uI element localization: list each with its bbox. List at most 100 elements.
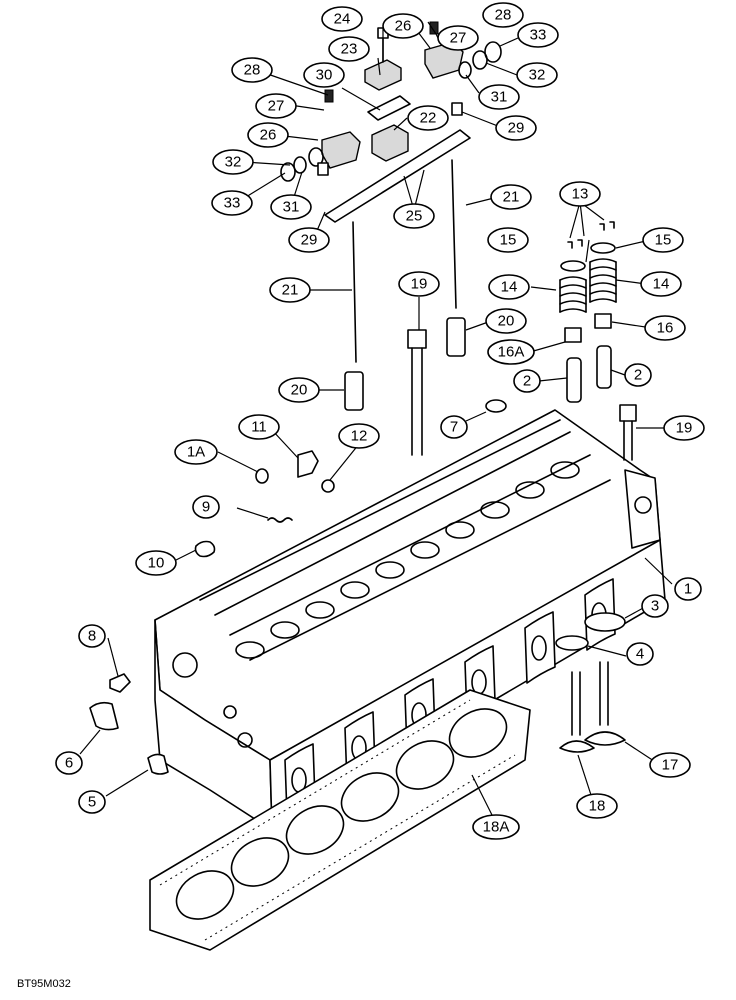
valve-parts xyxy=(555,221,626,753)
callout-label: 12 xyxy=(351,428,368,445)
callout-17: 17 xyxy=(649,752,691,778)
callout-label: 23 xyxy=(341,41,358,58)
callout-label: 6 xyxy=(65,755,73,772)
callout-31: 31 xyxy=(270,194,312,220)
callout-label: 28 xyxy=(244,62,261,79)
head-gasket xyxy=(149,689,531,951)
callout-label: 26 xyxy=(395,18,412,35)
callout-label: 28 xyxy=(495,7,512,24)
callout-label: 16 xyxy=(657,320,674,337)
callout-label: 33 xyxy=(530,27,547,44)
callout-label: 2 xyxy=(523,373,531,390)
callout-27: 27 xyxy=(437,25,479,51)
small-parts xyxy=(89,399,507,775)
callout-5: 5 xyxy=(78,790,106,814)
callout-15: 15 xyxy=(487,227,529,253)
callout-8: 8 xyxy=(78,624,106,648)
callout-label: 21 xyxy=(503,189,520,206)
callout-label: 17 xyxy=(662,757,679,774)
callout-label: 14 xyxy=(653,276,670,293)
callout-16A: 16A xyxy=(487,339,535,365)
callout-2: 2 xyxy=(624,363,652,387)
callout-10: 10 xyxy=(135,550,177,576)
callout-30: 30 xyxy=(303,62,345,88)
callout-23: 23 xyxy=(328,36,370,62)
callout-label: 31 xyxy=(491,89,508,106)
callout-label: 1 xyxy=(684,581,692,598)
callout-28: 28 xyxy=(231,57,273,83)
callout-label: 33 xyxy=(224,195,241,212)
callout-26: 26 xyxy=(247,122,289,148)
callout-12: 12 xyxy=(338,423,380,449)
callout-label: 9 xyxy=(202,499,210,516)
callout-33: 33 xyxy=(517,22,559,48)
callout-24: 24 xyxy=(321,6,363,32)
callout-32: 32 xyxy=(516,62,558,88)
callout-label: 32 xyxy=(225,154,242,171)
callout-26: 26 xyxy=(382,13,424,39)
callout-label: 15 xyxy=(655,232,672,249)
callout-label: 18A xyxy=(483,819,510,836)
rocker-shaft-assembly xyxy=(280,21,637,461)
callout-label: 30 xyxy=(316,67,333,84)
callout-label: 20 xyxy=(498,313,515,330)
callout-14: 14 xyxy=(488,274,530,300)
callout-label: 27 xyxy=(450,30,467,47)
callout-label: 20 xyxy=(291,382,308,399)
callout-1: 1 xyxy=(674,577,702,601)
callout-19: 19 xyxy=(663,415,705,441)
callout-label: 15 xyxy=(500,232,517,249)
callout-label: 29 xyxy=(301,232,318,249)
callout-label: 19 xyxy=(411,276,428,293)
callout-21: 21 xyxy=(269,277,311,303)
callout-label: 13 xyxy=(572,186,589,203)
callout-18: 18 xyxy=(576,793,618,819)
callout-label: 1A xyxy=(187,444,205,461)
callout-22: 22 xyxy=(407,105,449,131)
callout-label: 32 xyxy=(529,67,546,84)
callout-11: 11 xyxy=(238,414,280,440)
callout-32: 32 xyxy=(212,149,254,175)
callout-label: 7 xyxy=(450,419,458,436)
callout-28: 28 xyxy=(482,2,524,28)
callout-label: 31 xyxy=(283,199,300,216)
callout-label: 19 xyxy=(676,420,693,437)
callout-20: 20 xyxy=(278,377,320,403)
callout-label: 27 xyxy=(268,98,285,115)
callout-label: 2 xyxy=(634,367,642,384)
callout-7: 7 xyxy=(440,415,468,439)
callout-label: 3 xyxy=(651,598,659,615)
callout-label: 21 xyxy=(282,282,299,299)
callout-29: 29 xyxy=(288,227,330,253)
callout-4: 4 xyxy=(626,642,654,666)
callout-label: 5 xyxy=(88,794,96,811)
callout-25: 25 xyxy=(393,203,435,229)
callout-label: 11 xyxy=(251,419,267,436)
callout-9: 9 xyxy=(192,495,220,519)
callout-21: 21 xyxy=(490,184,532,210)
diagram-code: BT95M032 xyxy=(17,978,71,990)
callout-label: 22 xyxy=(420,110,437,127)
callout-2: 2 xyxy=(513,369,541,393)
callout-label: 29 xyxy=(508,120,525,137)
callout-29: 29 xyxy=(495,115,537,141)
callout-label: 25 xyxy=(406,208,423,225)
callout-6: 6 xyxy=(55,751,83,775)
callout-14: 14 xyxy=(640,271,682,297)
callout-19: 19 xyxy=(398,271,440,297)
callout-18A: 18A xyxy=(472,814,520,840)
callout-31: 31 xyxy=(478,84,520,110)
callout-13: 13 xyxy=(559,181,601,207)
callout-1A: 1A xyxy=(174,439,218,465)
callout-3: 3 xyxy=(641,594,669,618)
callout-label: 18 xyxy=(589,798,606,815)
callout-label: 16A xyxy=(498,344,525,361)
callout-label: 4 xyxy=(636,646,644,663)
callout-20: 20 xyxy=(485,308,527,334)
callout-label: 24 xyxy=(334,11,351,28)
callout-16: 16 xyxy=(644,315,686,341)
callout-27: 27 xyxy=(255,93,297,119)
callout-label: 26 xyxy=(260,127,277,144)
callout-label: 8 xyxy=(88,628,96,645)
